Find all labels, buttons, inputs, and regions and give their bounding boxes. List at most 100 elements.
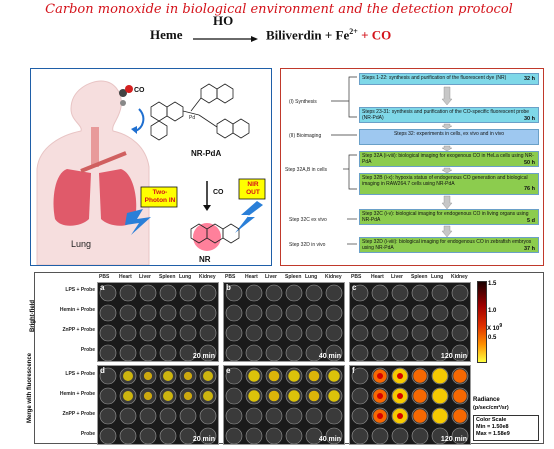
column-header: PBS bbox=[225, 274, 236, 280]
row-probe-merge: Probe bbox=[80, 431, 95, 437]
well bbox=[119, 427, 137, 444]
panel-time: 120 min bbox=[440, 353, 467, 360]
well bbox=[225, 407, 243, 425]
well bbox=[305, 427, 323, 444]
column-header: Heart bbox=[119, 274, 132, 280]
well bbox=[351, 324, 369, 342]
column-header: Lung bbox=[179, 274, 192, 280]
well bbox=[99, 284, 117, 302]
scale-max: Max = 1.58e9 bbox=[476, 431, 510, 437]
well bbox=[305, 344, 323, 361]
panel-letter: c bbox=[352, 283, 357, 292]
column-header: Kidney bbox=[199, 274, 216, 280]
well bbox=[265, 407, 283, 425]
well bbox=[391, 344, 409, 361]
fluorescence-spot bbox=[143, 391, 153, 401]
imaging-panel-c: c 120 min bbox=[349, 282, 471, 362]
step-time: 37 h bbox=[523, 246, 535, 252]
well-grid bbox=[351, 284, 469, 361]
colorbar-unit: X 109 bbox=[487, 323, 502, 332]
well bbox=[391, 304, 409, 322]
nir-label: NIR OUT bbox=[246, 181, 260, 196]
fluorescence-spot bbox=[123, 391, 133, 401]
panel-letter: b bbox=[226, 283, 231, 292]
well bbox=[99, 427, 117, 444]
well bbox=[99, 387, 117, 405]
well bbox=[351, 284, 369, 302]
fluorescence-spot bbox=[203, 391, 213, 401]
well bbox=[119, 344, 137, 361]
step-23-31: Steps 23-31: synthesis and purification … bbox=[359, 107, 539, 123]
well bbox=[179, 324, 197, 342]
well bbox=[119, 304, 137, 322]
heme-label: Heme bbox=[150, 27, 183, 42]
row-znpp: ZnPP + Probe bbox=[62, 327, 95, 333]
well bbox=[159, 324, 177, 342]
well bbox=[391, 324, 409, 342]
well bbox=[245, 407, 263, 425]
well-grid bbox=[99, 284, 217, 361]
panel-letter: d bbox=[100, 366, 105, 375]
fluorescence-spot bbox=[308, 390, 320, 402]
well bbox=[305, 324, 323, 342]
well bbox=[265, 304, 283, 322]
fluorescence-spot bbox=[413, 409, 427, 423]
row-znpp-merge: ZnPP + Probe bbox=[62, 411, 95, 417]
step-text: Step 32A (i-viii): biological imaging fo… bbox=[362, 153, 534, 165]
scale-title: Color Scale bbox=[476, 417, 507, 423]
step-32a: Step 32A (i-viii): biological imaging fo… bbox=[359, 151, 539, 167]
row-lps: LPS + Probe bbox=[65, 287, 95, 293]
fluorescence-spot bbox=[453, 369, 467, 383]
column-header: Liver bbox=[265, 274, 277, 280]
well bbox=[99, 344, 117, 361]
well bbox=[99, 304, 117, 322]
well bbox=[179, 284, 197, 302]
fluorescence-spot bbox=[123, 371, 133, 381]
stage-brackets bbox=[331, 76, 357, 245]
fluorescence-spot bbox=[453, 389, 467, 403]
step-text: Step 32D (i-viii): biological imaging fo… bbox=[362, 239, 532, 251]
step-time: 32 h bbox=[523, 76, 535, 82]
well bbox=[159, 427, 177, 444]
tick-0-5: 0.5 bbox=[488, 335, 497, 341]
well bbox=[411, 304, 429, 322]
well bbox=[265, 324, 283, 342]
well bbox=[411, 284, 429, 302]
stage-bioimaging: (II) Bioimaging bbox=[289, 133, 322, 139]
well bbox=[225, 344, 243, 361]
fluorescence-spot bbox=[453, 409, 467, 423]
mechanism-panel: Pd CO NR-PdA Lung Two-Photon IN NIR OUT … bbox=[30, 68, 272, 266]
well bbox=[371, 344, 389, 361]
well bbox=[139, 344, 157, 361]
plus-sign: + bbox=[361, 27, 369, 43]
well bbox=[325, 407, 343, 425]
well bbox=[119, 407, 137, 425]
well bbox=[305, 407, 323, 425]
well-grid bbox=[351, 367, 469, 444]
well bbox=[431, 427, 449, 444]
well bbox=[285, 284, 303, 302]
group-brightfield: Bright-field bbox=[30, 300, 36, 332]
column-header: Lung bbox=[305, 274, 318, 280]
fluorescence-spot bbox=[288, 370, 300, 382]
well bbox=[305, 284, 323, 302]
column-header: Heart bbox=[245, 274, 258, 280]
row-hemin-merge: Hemin + Probe bbox=[59, 391, 95, 397]
well bbox=[371, 304, 389, 322]
well bbox=[179, 427, 197, 444]
well bbox=[245, 304, 263, 322]
well bbox=[371, 324, 389, 342]
well bbox=[411, 344, 429, 361]
well bbox=[265, 427, 283, 444]
panel-letter: f bbox=[352, 366, 355, 375]
panel-letter: e bbox=[226, 366, 231, 375]
co-label: CO bbox=[371, 27, 392, 43]
fluorescence-spot bbox=[328, 390, 340, 402]
well bbox=[285, 304, 303, 322]
well bbox=[159, 304, 177, 322]
well bbox=[391, 284, 409, 302]
well bbox=[139, 324, 157, 342]
well bbox=[451, 284, 469, 302]
